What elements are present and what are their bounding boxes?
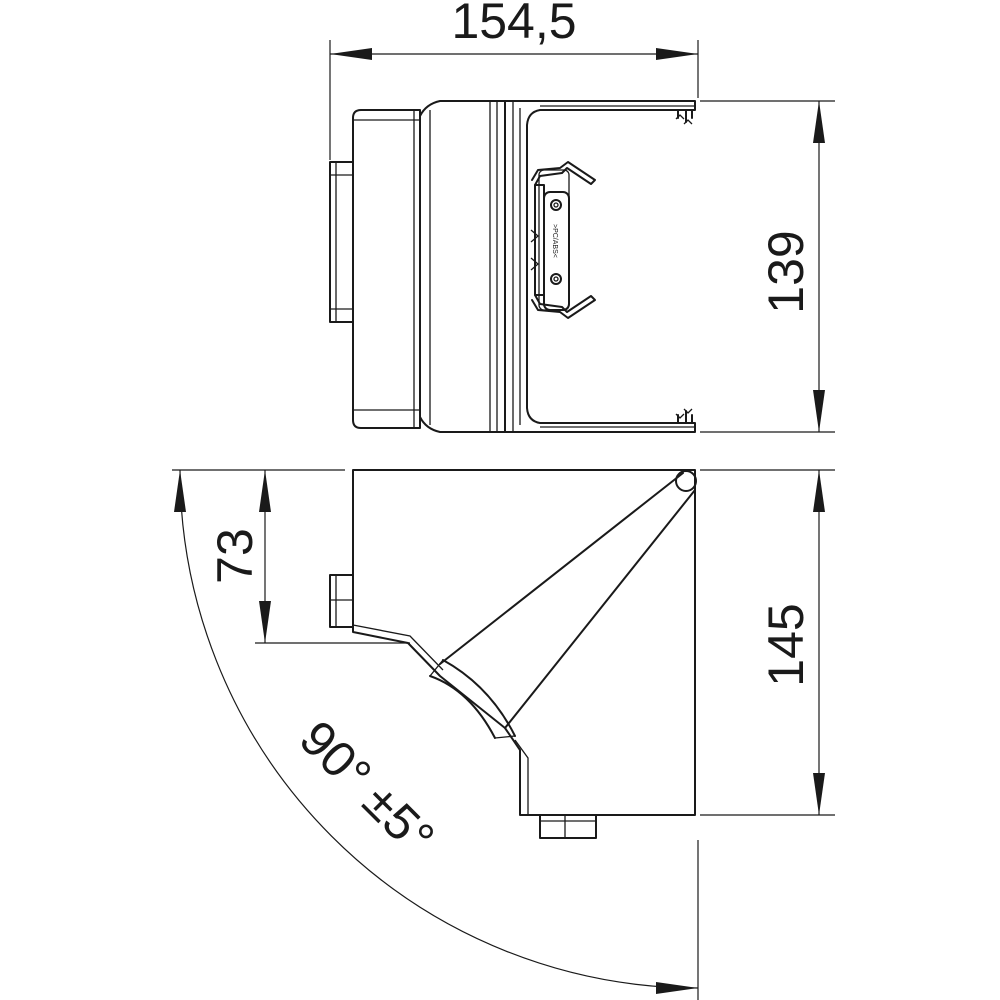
dim-label-offset: 73: [207, 528, 263, 584]
dim-label-height-top: 139: [758, 230, 814, 313]
spring-clip: >PC/ABS<: [530, 161, 596, 319]
dimension-offset: 73: [172, 469, 410, 644]
dimension-bottom-height: 145: [700, 469, 835, 816]
angle-arc: [179, 469, 699, 989]
bottom-left-tab: [329, 574, 354, 628]
clip-hole-bottom: [550, 273, 562, 285]
clip-hole-top: [550, 199, 562, 211]
dimension-top-width: 154,5: [329, 0, 699, 160]
top-middle-body: [419, 100, 506, 433]
bottom-view: [329, 469, 697, 839]
bottom-lower-tab: [539, 814, 597, 839]
strut-lower: [504, 489, 696, 729]
top-view: >PC/ABS<: [329, 100, 696, 433]
curved-band-outer: [429, 675, 496, 739]
pivot-knob: [675, 470, 697, 492]
curved-band-inner: [442, 659, 516, 737]
dimension-top-height: 139: [700, 100, 835, 433]
top-channel: [504, 100, 696, 433]
material-marking: >PC/ABS<: [551, 224, 558, 258]
top-left-body: [352, 109, 421, 429]
dim-label-width: 154,5: [451, 0, 576, 49]
top-left-tab: [329, 161, 354, 323]
dim-label-height-bottom: 145: [758, 603, 814, 686]
bottom-body: [352, 469, 696, 816]
dim-label-angle: 90° ±5°: [289, 710, 445, 866]
strut-upper: [439, 472, 684, 665]
